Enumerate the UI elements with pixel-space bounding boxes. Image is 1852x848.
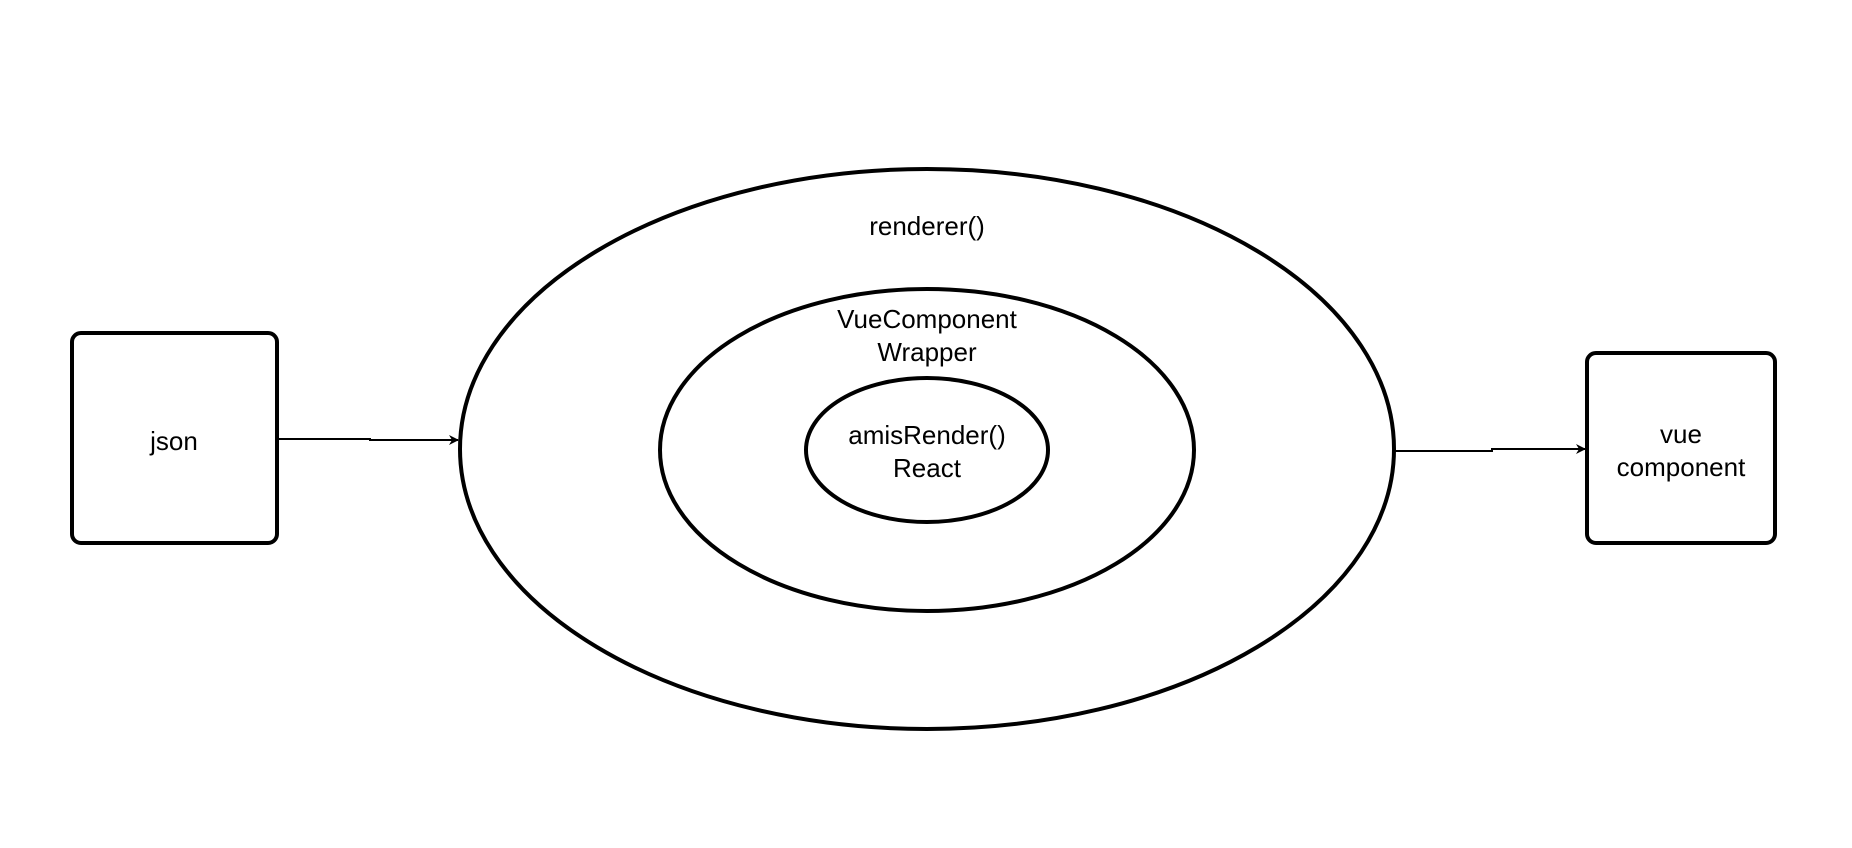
wrapper-label-line2: Wrapper bbox=[877, 337, 977, 367]
vue-label-line1: vue bbox=[1660, 419, 1702, 449]
json-node[interactable]: json bbox=[70, 331, 279, 545]
amis-node[interactable]: amisRender() React bbox=[804, 376, 1050, 524]
vue-component-node[interactable]: vue component bbox=[1585, 351, 1777, 545]
amis-label-line2: React bbox=[893, 453, 962, 483]
amis-label-line1: amisRender() bbox=[848, 420, 1006, 450]
amis-ellipse[interactable] bbox=[804, 376, 1050, 524]
renderer-to-vue-arrow bbox=[1395, 444, 1586, 454]
vue-component-box[interactable] bbox=[1585, 351, 1777, 545]
renderer-label: renderer() bbox=[869, 211, 985, 241]
json-label: json bbox=[149, 426, 198, 456]
wrapper-label-line1: VueComponent bbox=[837, 304, 1017, 334]
json-to-renderer-arrow bbox=[277, 435, 459, 445]
vue-label-line2: component bbox=[1617, 452, 1746, 482]
